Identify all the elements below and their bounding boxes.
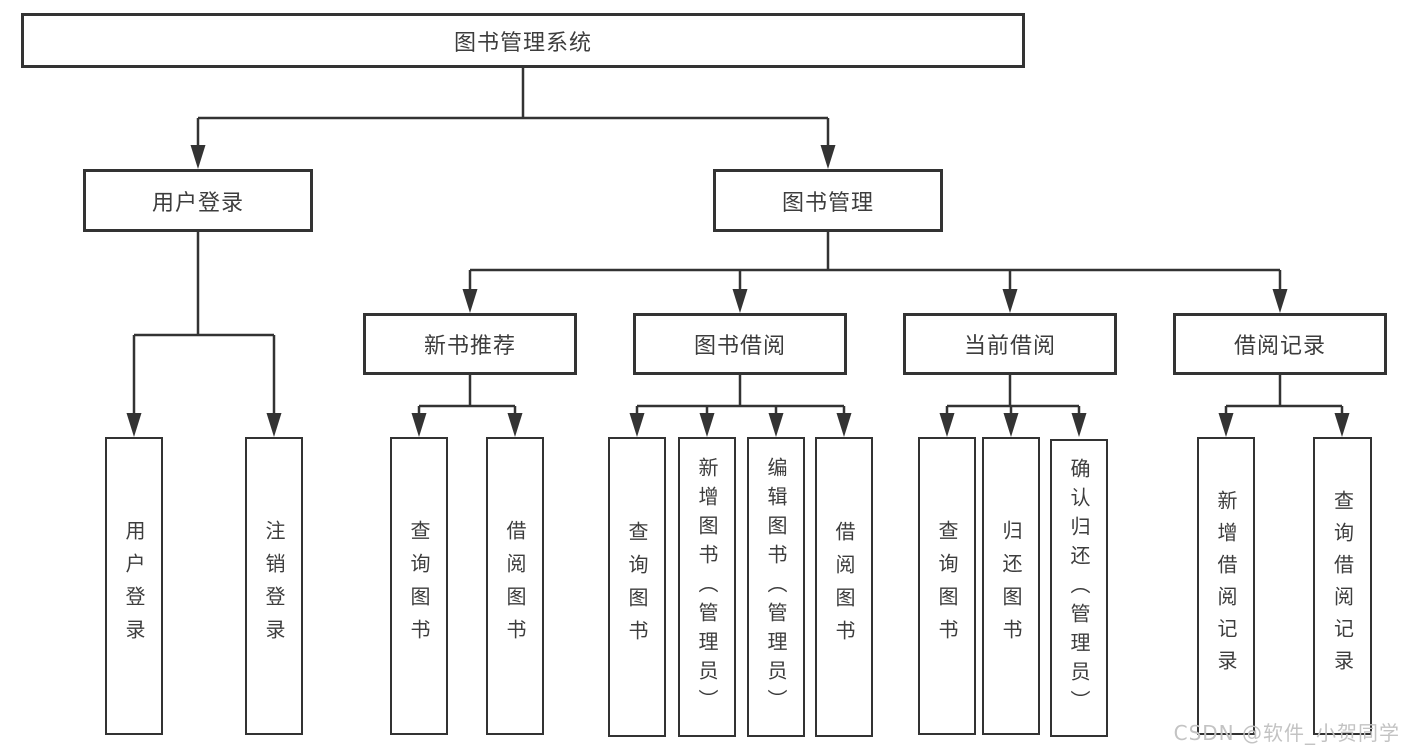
node-borrow-records-label: 借阅记录 xyxy=(1233,334,1326,359)
leaf-borrow-books-label: 借阅图书 xyxy=(832,521,856,653)
leaf-logout: 注销登录 xyxy=(245,437,303,735)
leaf-current-query-books: 查询图书 xyxy=(918,437,976,735)
leaf-recommend-query-books: 查询图书 xyxy=(390,437,448,735)
node-book-borrow: 图书借阅 xyxy=(633,313,847,375)
node-root-label: 图书管理系统 xyxy=(453,30,592,56)
leaf-confirm-return-admin-label: 确认归还（管理员） xyxy=(1067,457,1091,719)
leaf-user-login: 用户登录 xyxy=(105,437,163,735)
node-book-borrow-label: 图书借阅 xyxy=(693,334,786,359)
leaf-edit-books-admin: 编辑图书（管理员） xyxy=(747,437,805,737)
node-borrow-records: 借阅记录 xyxy=(1173,313,1387,375)
leaf-current-query-books-label: 查询图书 xyxy=(935,520,959,652)
leaf-add-borrow-record-label: 新增借阅记录 xyxy=(1214,490,1238,682)
leaf-query-borrow-record-label: 查询借阅记录 xyxy=(1330,490,1355,682)
node-book-management: 图书管理 xyxy=(713,169,943,232)
leaf-borrow-query-books: 查询图书 xyxy=(608,437,666,737)
leaf-edit-books-admin-label: 编辑图书（管理员） xyxy=(764,456,788,718)
arrowheads xyxy=(126,145,1350,437)
node-book-management-label: 图书管理 xyxy=(781,190,874,216)
node-new-book-recommend-label: 新书推荐 xyxy=(423,334,516,359)
leaf-logout-label: 注销登录 xyxy=(262,520,286,652)
leaf-return-books: 归还图书 xyxy=(982,437,1040,735)
node-root: 图书管理系统 xyxy=(21,13,1025,68)
leaf-user-login-label: 用户登录 xyxy=(122,520,146,652)
leaf-borrow-query-books-label: 查询图书 xyxy=(625,521,649,653)
node-user-login-label: 用户登录 xyxy=(151,190,244,216)
csdn-watermark: CSDN @软件_小贺同学 xyxy=(1173,721,1400,745)
leaf-recommend-borrow-books-label: 借阅图书 xyxy=(503,520,527,652)
node-current-borrow: 当前借阅 xyxy=(903,313,1117,375)
leaf-confirm-return-admin: 确认归还（管理员） xyxy=(1050,439,1108,737)
leaf-add-books-admin: 新增图书（管理员） xyxy=(678,437,736,737)
leaf-query-borrow-record: 查询借阅记录 xyxy=(1313,437,1372,735)
leaf-add-books-admin-label: 新增图书（管理员） xyxy=(695,456,719,718)
node-current-borrow-label: 当前借阅 xyxy=(963,334,1056,359)
leaf-return-books-label: 归还图书 xyxy=(999,520,1023,652)
leaf-recommend-query-books-label: 查询图书 xyxy=(407,520,431,652)
node-new-book-recommend: 新书推荐 xyxy=(363,313,577,375)
node-user-login: 用户登录 xyxy=(83,169,313,232)
leaf-recommend-borrow-books: 借阅图书 xyxy=(486,437,544,735)
leaf-borrow-books: 借阅图书 xyxy=(815,437,873,737)
leaf-add-borrow-record: 新增借阅记录 xyxy=(1197,437,1255,735)
